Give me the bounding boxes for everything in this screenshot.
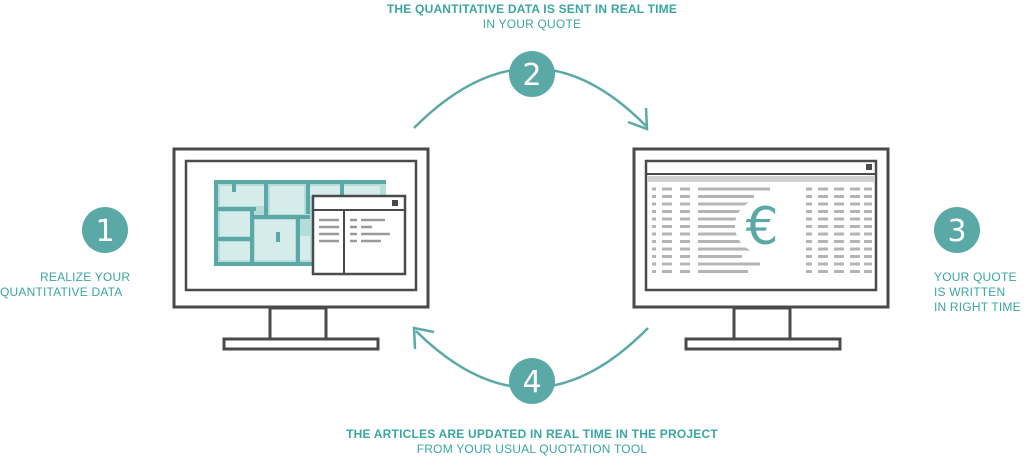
step-3-caption: YOUR QUOTE IS WRITTEN IN RIGHT TIME: [934, 270, 1021, 315]
step-2-caption-line-1: THE QUANTITATIVE DATA IS SENT IN REAL TI…: [386, 2, 678, 16]
step-1-number: 1: [95, 214, 114, 249]
euro-icon: €: [735, 197, 789, 257]
step-3-caption-line-1: YOUR QUOTE: [934, 270, 1017, 284]
step-3-number: 3: [947, 214, 966, 249]
step-2-caption: THE QUANTITATIVE DATA IS SENT IN REAL TI…: [387, 2, 677, 32]
step-4-badge: 4: [509, 358, 555, 404]
euro-symbol: €: [745, 197, 778, 257]
step-4-caption-line-2: FROM YOUR USUAL QUOTATION TOOL: [416, 442, 648, 456]
step-4-number: 4: [522, 365, 541, 400]
step-4-caption-line-1: THE ARTICLES ARE UPDATED IN REAL TIME IN…: [346, 427, 718, 441]
step-1-badge: 1: [82, 207, 128, 253]
step-3-caption-line-2: IS WRITTEN: [934, 285, 1006, 299]
step-3-caption-line-3: IN RIGHT TIME: [934, 300, 1021, 314]
step-1-caption-line-2: QUANTITATIVE DATA: [0, 285, 123, 299]
step-3-badge: 3: [934, 207, 980, 253]
spreadsheet-window: [646, 164, 876, 273]
step-2-caption-line-2: IN YOUR QUOTE: [482, 17, 582, 31]
overlay-window-icon: [311, 194, 407, 276]
spreadsheet-monitor-icon: €: [632, 147, 890, 351]
step-2-number: 2: [522, 58, 541, 93]
step-1-caption-line-1: REALIZE YOUR: [40, 270, 131, 284]
floor-plan-monitor-icon: [172, 147, 430, 351]
step-4-caption: THE ARTICLES ARE UPDATED IN REAL TIME IN…: [346, 427, 718, 457]
step-2-badge: 2: [509, 51, 555, 97]
step-1-caption: REALIZE YOUR QUANTITATIVE DATA: [0, 270, 131, 300]
